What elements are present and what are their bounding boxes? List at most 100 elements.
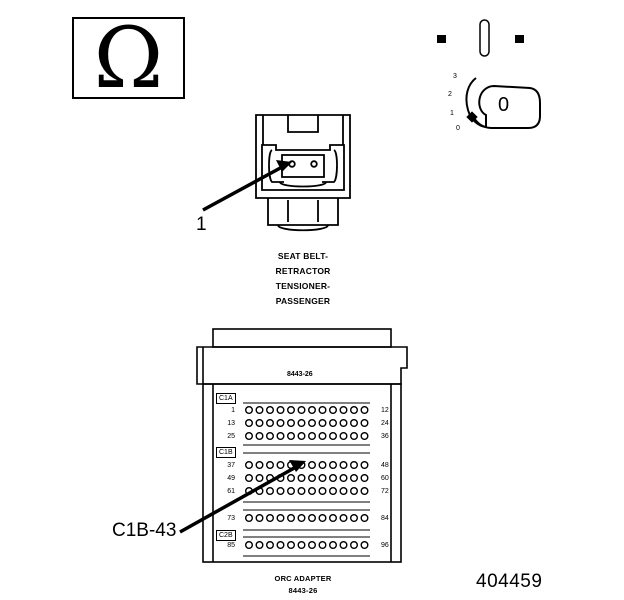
pin-socket bbox=[339, 406, 348, 415]
pin-socket bbox=[255, 474, 264, 483]
pin-socket bbox=[287, 474, 296, 483]
pin-socket bbox=[318, 487, 327, 496]
pin-socket bbox=[329, 514, 338, 523]
row-start-number: 25 bbox=[227, 433, 235, 440]
pin-socket bbox=[244, 474, 253, 483]
pin-socket bbox=[266, 406, 275, 415]
seat-belt-connector bbox=[255, 114, 351, 232]
row-end-number: 60 bbox=[381, 475, 389, 482]
pin-socket bbox=[350, 461, 359, 470]
pin-socket bbox=[255, 461, 264, 470]
pin-socket bbox=[308, 461, 317, 470]
figure-number: 404459 bbox=[476, 571, 543, 592]
pin-socket bbox=[287, 432, 296, 441]
pin-socket bbox=[244, 461, 253, 470]
pin-socket bbox=[360, 419, 369, 428]
pin-socket bbox=[318, 419, 327, 428]
pin-rows bbox=[243, 402, 370, 557]
pin-socket bbox=[244, 514, 253, 523]
row-end-number: 12 bbox=[381, 407, 389, 414]
pin-socket bbox=[360, 406, 369, 415]
group-label-c1b: C1B bbox=[216, 447, 236, 458]
pin-socket bbox=[287, 487, 296, 496]
pin-socket bbox=[297, 406, 306, 415]
pin-socket bbox=[244, 541, 253, 550]
pin-socket bbox=[329, 461, 338, 470]
pin-socket bbox=[287, 419, 296, 428]
pin-socket bbox=[360, 514, 369, 523]
pin-socket bbox=[276, 514, 285, 523]
pin-socket bbox=[276, 541, 285, 550]
ohm-symbol-box bbox=[72, 17, 185, 99]
row-end-number: 72 bbox=[381, 488, 389, 495]
row-start-number: 73 bbox=[227, 515, 235, 522]
pin-socket bbox=[255, 514, 264, 523]
pin-socket bbox=[266, 514, 275, 523]
pin-socket bbox=[266, 419, 275, 428]
pin-socket bbox=[360, 487, 369, 496]
row-start-number: 37 bbox=[227, 462, 235, 469]
pin-socket bbox=[360, 461, 369, 470]
group-label-c1a: C1A bbox=[216, 393, 236, 404]
seat-belt-label-line: RETRACTOR bbox=[275, 266, 331, 276]
row-end-number: 36 bbox=[381, 433, 389, 440]
pin-socket bbox=[276, 487, 285, 496]
orc-label-line: ORC ADAPTER bbox=[274, 574, 332, 583]
pin-socket bbox=[360, 474, 369, 483]
row-end-number: 84 bbox=[381, 515, 389, 522]
pin-socket bbox=[350, 541, 359, 550]
pin-socket bbox=[255, 541, 264, 550]
pin-socket bbox=[339, 461, 348, 470]
pin-socket bbox=[308, 514, 317, 523]
orc-adapter-body bbox=[196, 328, 408, 563]
pin-socket bbox=[329, 432, 338, 441]
pin-socket bbox=[297, 419, 306, 428]
pin-socket bbox=[339, 514, 348, 523]
pin-socket bbox=[318, 514, 327, 523]
pin-socket bbox=[339, 419, 348, 428]
seat-belt-label-line: TENSIONER- bbox=[275, 281, 331, 291]
meter-probe-icon bbox=[437, 19, 524, 57]
pin-socket bbox=[255, 419, 264, 428]
ignition-position-3: 3 bbox=[453, 73, 457, 80]
pin-socket bbox=[318, 541, 327, 550]
seat-belt-connector-label: SEAT BELT- RETRACTOR TENSIONER- PASSENGE… bbox=[248, 249, 358, 309]
row-start-number: 1 bbox=[231, 407, 235, 414]
c1b-43-callout-arrow bbox=[179, 460, 306, 534]
pin-socket bbox=[244, 419, 253, 428]
pin-socket bbox=[297, 474, 306, 483]
pin-socket bbox=[329, 406, 338, 415]
pin-socket bbox=[244, 432, 253, 441]
pin-socket bbox=[329, 541, 338, 550]
pin-socket bbox=[318, 406, 327, 415]
pin-socket bbox=[339, 487, 348, 496]
pin-socket bbox=[350, 514, 359, 523]
pin-socket bbox=[339, 474, 348, 483]
pin-socket bbox=[329, 487, 338, 496]
pin-socket bbox=[308, 432, 317, 441]
pin-socket bbox=[287, 406, 296, 415]
pin-socket bbox=[287, 541, 296, 550]
pin-socket bbox=[339, 541, 348, 550]
pin-socket bbox=[350, 406, 359, 415]
group-label-c2b: C2B bbox=[216, 530, 236, 541]
pin-socket bbox=[308, 474, 317, 483]
seat-belt-label-line: SEAT BELT- bbox=[277, 251, 329, 261]
pin-c1b-43-callout-label: C1B-43 bbox=[112, 520, 177, 541]
ignition-position-2: 2 bbox=[448, 91, 452, 98]
pin-socket bbox=[318, 474, 327, 483]
seat-belt-label-line: PASSENGER bbox=[275, 296, 331, 306]
pin-socket bbox=[360, 432, 369, 441]
pin-socket bbox=[297, 541, 306, 550]
pin-socket bbox=[329, 474, 338, 483]
pin-1-callout-arrow bbox=[202, 160, 292, 212]
row-end-number: 48 bbox=[381, 462, 389, 469]
ignition-position-0: 0 bbox=[456, 125, 460, 132]
pin-socket bbox=[266, 541, 275, 550]
pin-socket bbox=[276, 406, 285, 415]
row-end-number: 24 bbox=[381, 420, 389, 427]
pin-socket bbox=[350, 487, 359, 496]
pin-socket bbox=[276, 432, 285, 441]
pin-socket bbox=[297, 514, 306, 523]
